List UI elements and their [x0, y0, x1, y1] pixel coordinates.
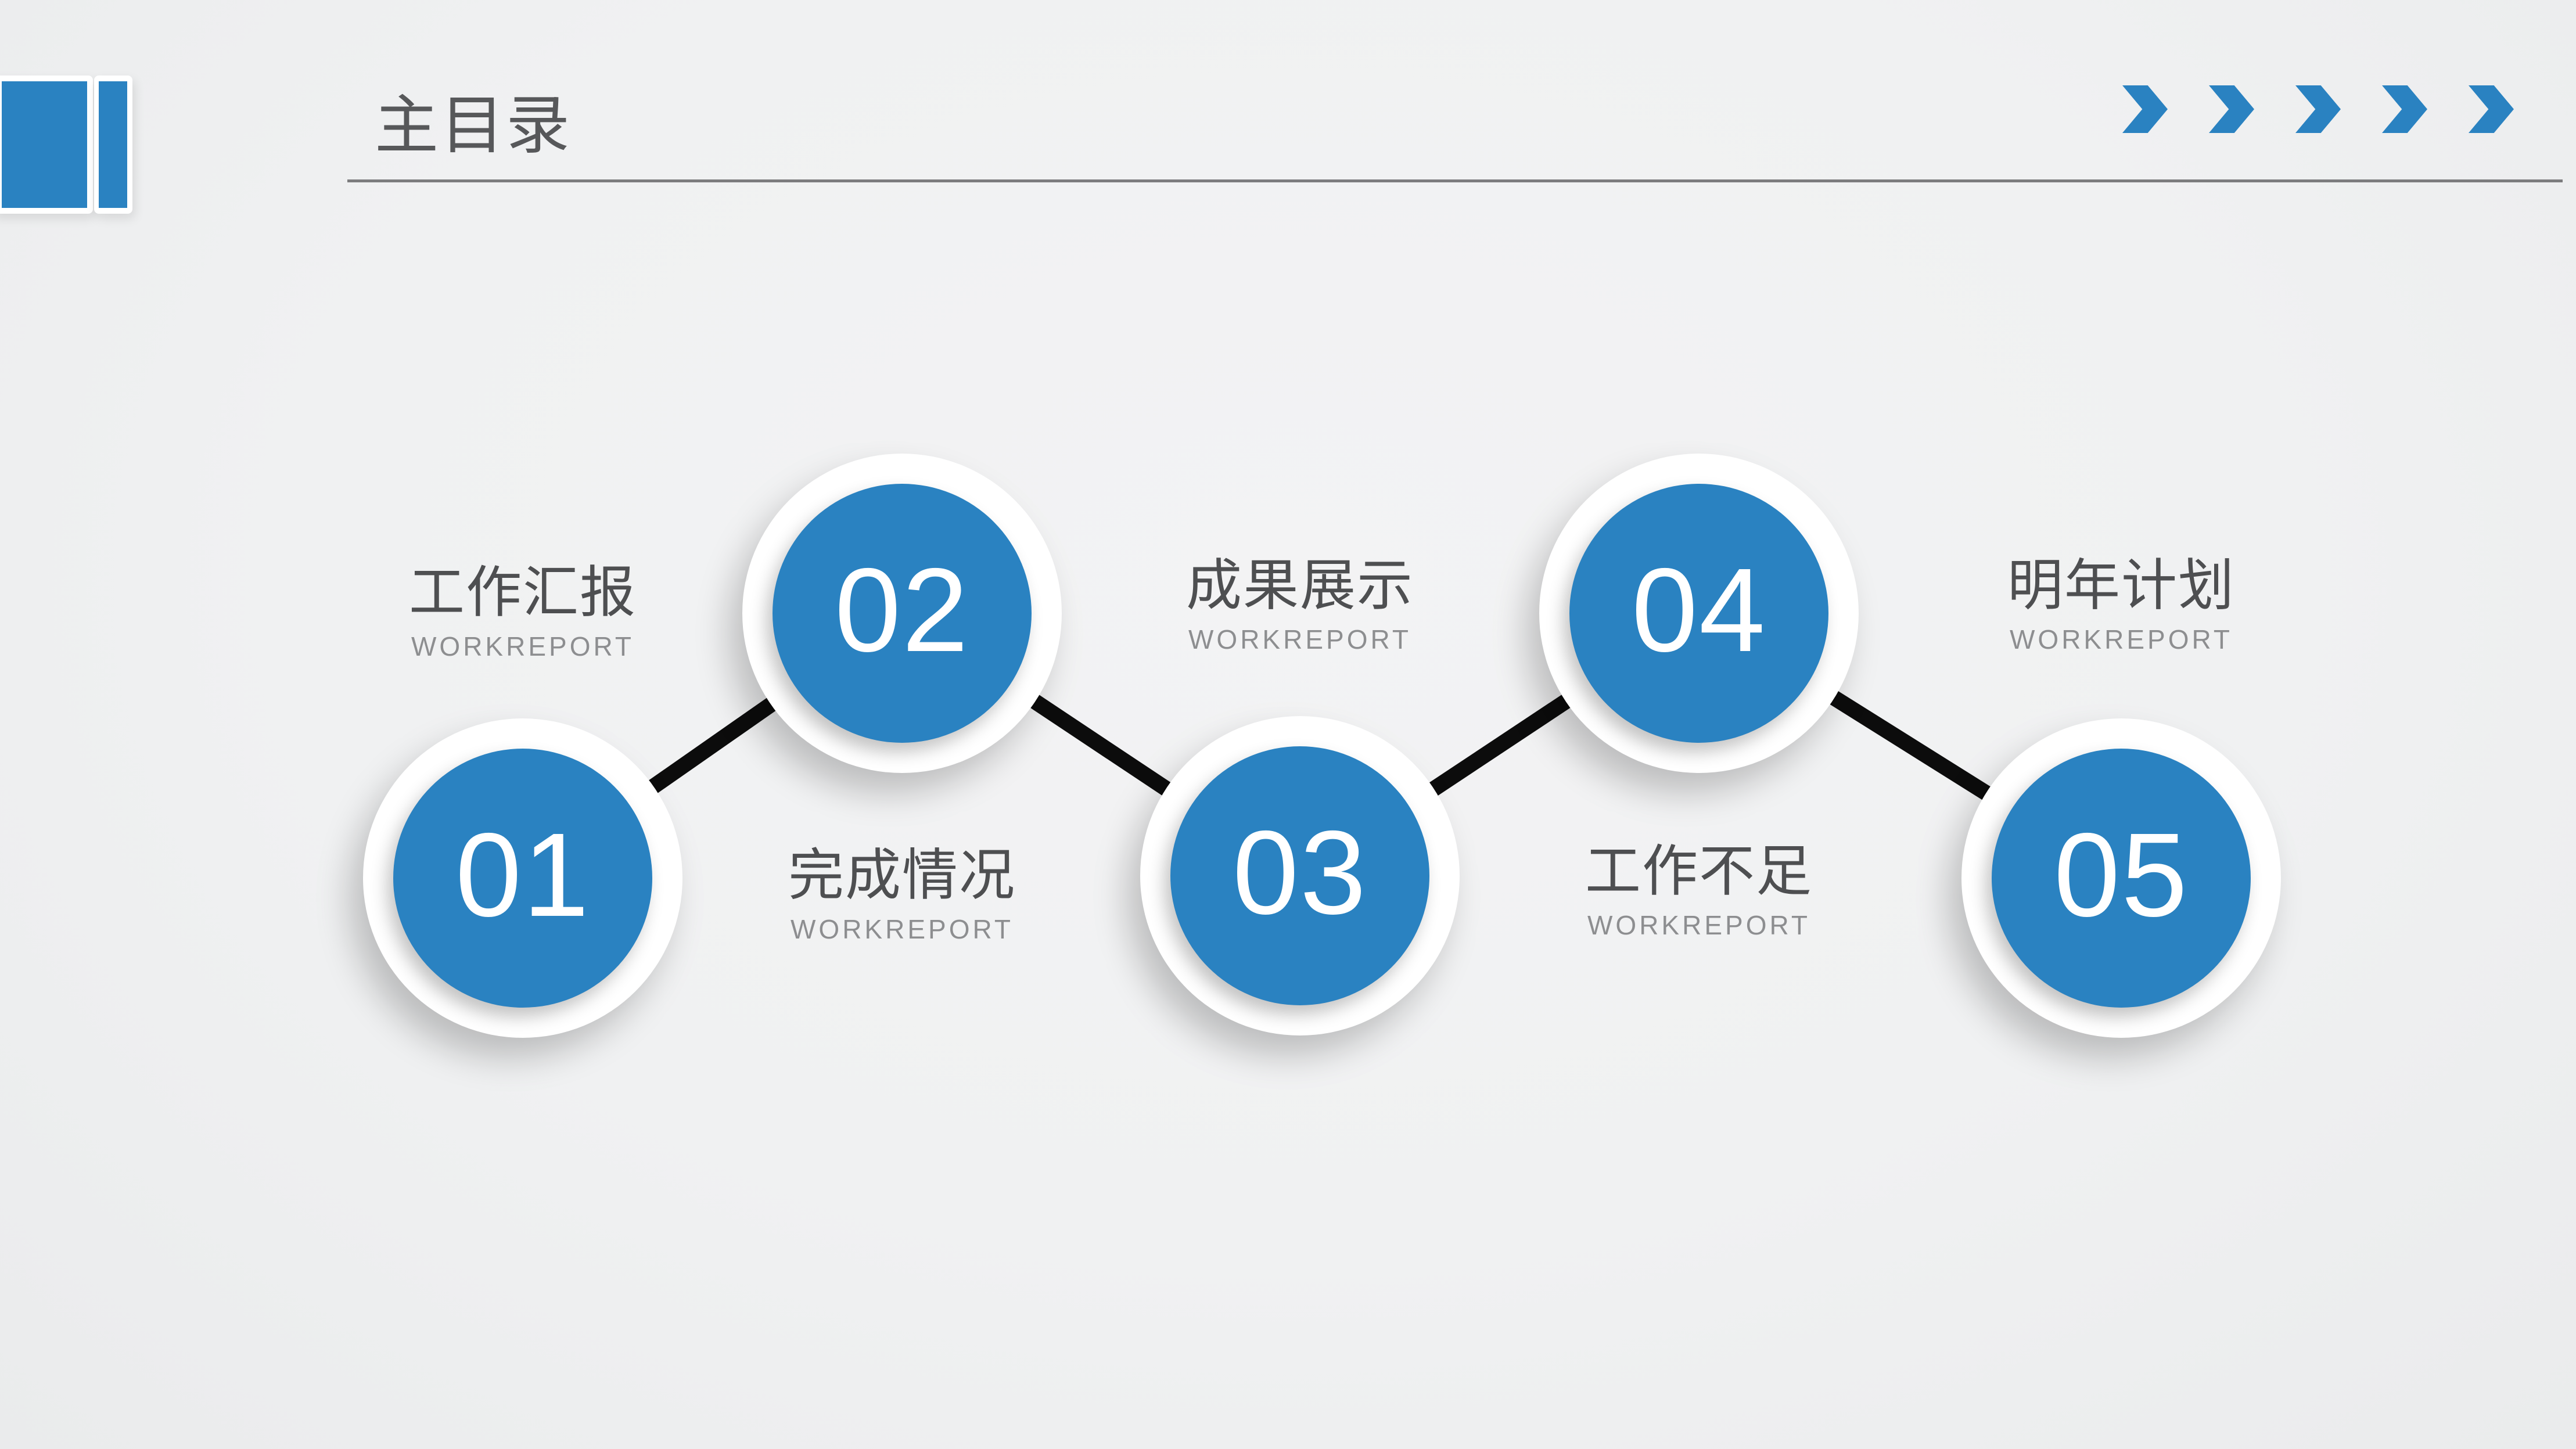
toc-item-02-circle[interactable]: 02: [742, 454, 1062, 773]
chevron-right-icon: [2209, 85, 2254, 133]
toc-item-label-text: 成果展示: [1186, 555, 1414, 617]
decor-chevrons: [2122, 85, 2514, 133]
toc-item-number: 02: [834, 543, 970, 677]
toc-item-05-disc: 05: [1992, 749, 2251, 1008]
toc-item-05-circle[interactable]: 05: [1961, 718, 2281, 1038]
logo-bar-narrow: [99, 81, 127, 208]
toc-item-01-disc: 01: [393, 749, 652, 1008]
chevron-right-icon: [2382, 85, 2427, 133]
chevron-right-icon: [2295, 85, 2341, 133]
toc-item-03-disc: 03: [1170, 746, 1429, 1005]
chevron-right-icon: [2122, 85, 2168, 133]
toc-item-label-text: 明年计划: [2007, 555, 2235, 617]
toc-item-03-circle[interactable]: 03: [1140, 716, 1460, 1035]
toc-item-02-label: 完成情况 WORKREPORT: [670, 845, 1134, 944]
toc-item-number: 04: [1631, 543, 1767, 677]
toc-item-04-label: 工作不足 WORKREPORT: [1467, 841, 1931, 940]
toc-item-sublabel-text: WORKREPORT: [1188, 624, 1411, 655]
toc-item-04-circle[interactable]: 04: [1539, 454, 1859, 773]
title-underline: [347, 179, 2563, 182]
page-title: 主目录: [375, 90, 572, 161]
toc-item-02-disc: 02: [773, 484, 1032, 743]
toc-item-sublabel-text: WORKREPORT: [2010, 624, 2233, 655]
chevron-right-icon: [2469, 85, 2514, 133]
logo-bar-wide: [2, 81, 87, 208]
toc-item-sublabel-text: WORKREPORT: [1587, 909, 1810, 940]
toc-item-sublabel-text: WORKREPORT: [411, 631, 634, 661]
toc-item-04-disc: 04: [1569, 484, 1828, 743]
toc-item-number: 01: [455, 808, 591, 941]
toc-item-label-text: 工作汇报: [409, 562, 637, 624]
toc-item-label-text: 工作不足: [1585, 840, 1813, 903]
toc-item-03-label: 成果展示 WORKREPORT: [1068, 555, 1532, 654]
toc-item-number: 05: [2053, 808, 2189, 941]
toc-item-05-label: 明年计划 WORKREPORT: [1889, 555, 2354, 654]
toc-item-label-text: 完成情况: [788, 844, 1016, 907]
toc-item-sublabel-text: WORKREPORT: [791, 914, 1014, 944]
toc-item-number: 03: [1232, 806, 1368, 939]
toc-item-01-label: 工作汇报 WORKREPORT: [290, 562, 755, 661]
toc-item-01-circle[interactable]: 01: [363, 718, 682, 1038]
